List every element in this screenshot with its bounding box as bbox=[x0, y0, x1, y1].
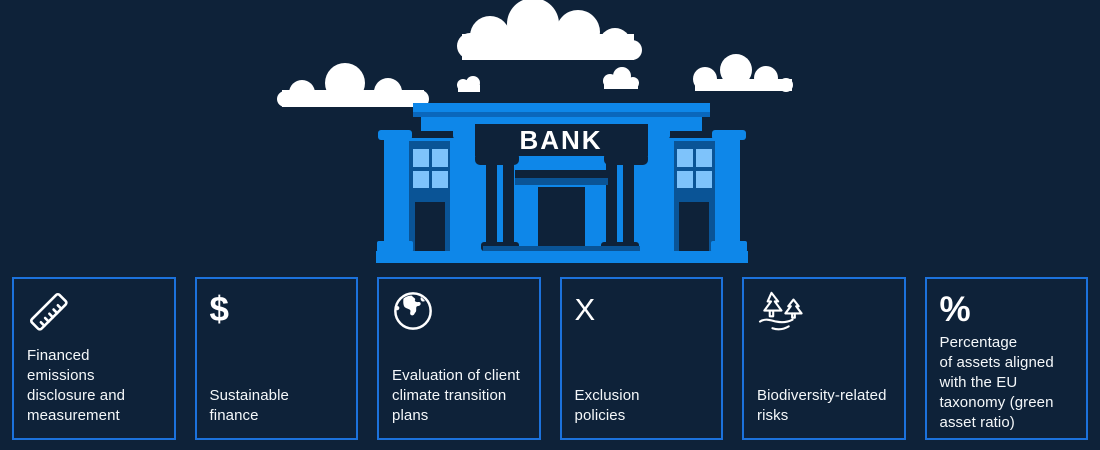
cloud-left bbox=[277, 63, 429, 108]
bank-left-wing bbox=[401, 132, 458, 251]
percent-icon: % bbox=[939, 290, 971, 329]
bank-central bbox=[452, 124, 671, 251]
bank-sign: BANK bbox=[519, 125, 602, 155]
cloud-right bbox=[693, 54, 793, 92]
bank-base bbox=[376, 251, 748, 263]
trees-icon bbox=[757, 290, 891, 336]
dollar-icon: $ bbox=[209, 290, 229, 329]
cloud-small-left bbox=[457, 76, 480, 92]
globe-icon bbox=[392, 290, 526, 336]
bank-illustration: BANK bbox=[277, 0, 793, 263]
cloud-small-mid bbox=[603, 67, 639, 89]
bank-outer-columns bbox=[377, 130, 747, 252]
x-icon: X bbox=[574, 292, 596, 327]
cloud-big bbox=[457, 0, 642, 60]
ruler-icon bbox=[27, 290, 161, 336]
bank-right-wing bbox=[666, 132, 723, 251]
